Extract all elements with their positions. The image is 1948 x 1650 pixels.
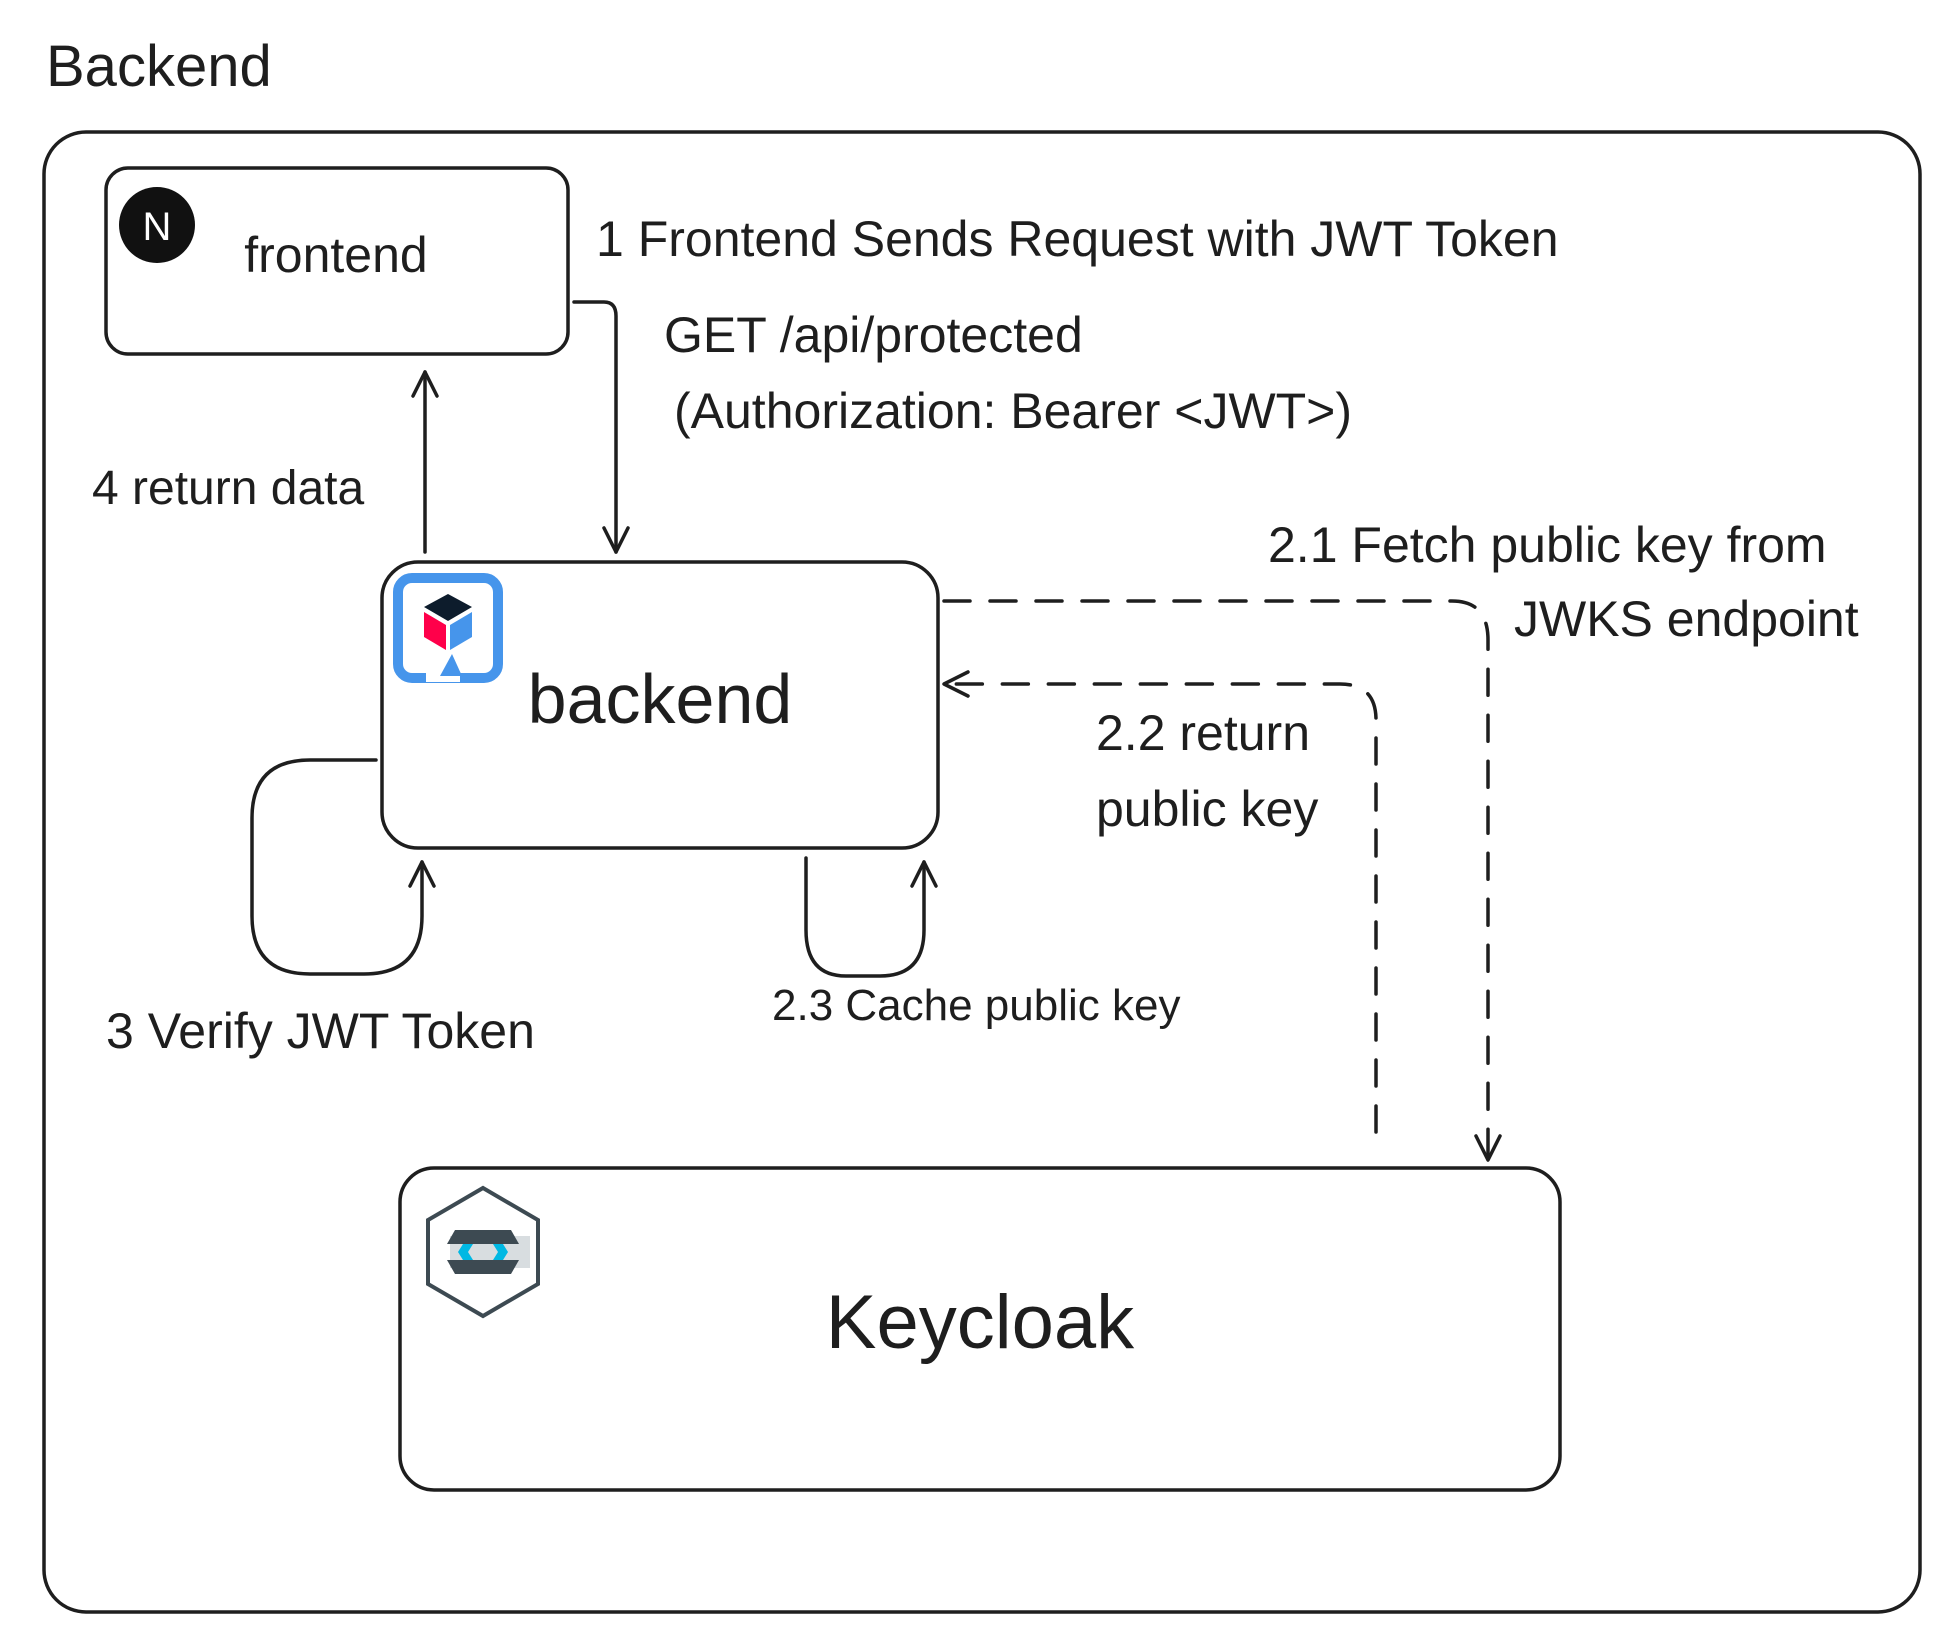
quarkus-logo-icon (393, 573, 503, 683)
diagram-title: Backend (46, 34, 272, 99)
request-line-1: GET /api/protected (664, 307, 1083, 363)
step2-2-label-line1: 2.2 return (1096, 705, 1310, 761)
step2-1-label-line2: JWKS endpoint (1514, 591, 1859, 647)
step3-label: 3 Verify JWT Token (106, 1003, 535, 1059)
keycloak-logo-icon (426, 1185, 540, 1319)
step4-label: 4 return data (92, 462, 364, 515)
request-line-2: (Authorization: Bearer <JWT>) (674, 383, 1352, 439)
backend-box (380, 560, 940, 850)
fetch-key-arrow (942, 599, 1502, 1162)
step2-2-label-line2: public key (1096, 781, 1318, 837)
step1-label: 1 Frontend Sends Request with JWT Token (596, 211, 1559, 267)
keycloak-node[interactable]: Keycloak (398, 1166, 1562, 1492)
step2-3-label: 2.3 Cache public key (772, 981, 1180, 1030)
return-key-arrow (942, 670, 1378, 1134)
nextjs-logo-letter: N (143, 205, 172, 249)
backend-boundary (42, 130, 1922, 1614)
step2-1-label-line1: 2.1 Fetch public key from (1268, 517, 1827, 573)
frontend-label: frontend (244, 227, 427, 283)
cache-loop-arrow (804, 856, 938, 978)
verify-loop-arrow (250, 758, 436, 976)
frontend-box (104, 166, 570, 356)
keycloak-box (398, 1166, 1562, 1492)
request-arrow (572, 300, 630, 554)
keycloak-label: Keycloak (826, 1280, 1135, 1365)
backend-node[interactable]: backend (380, 560, 940, 850)
backend-label: backend (528, 660, 793, 738)
frontend-node[interactable]: N frontend (104, 166, 570, 356)
nextjs-logo-icon: N (119, 187, 195, 263)
